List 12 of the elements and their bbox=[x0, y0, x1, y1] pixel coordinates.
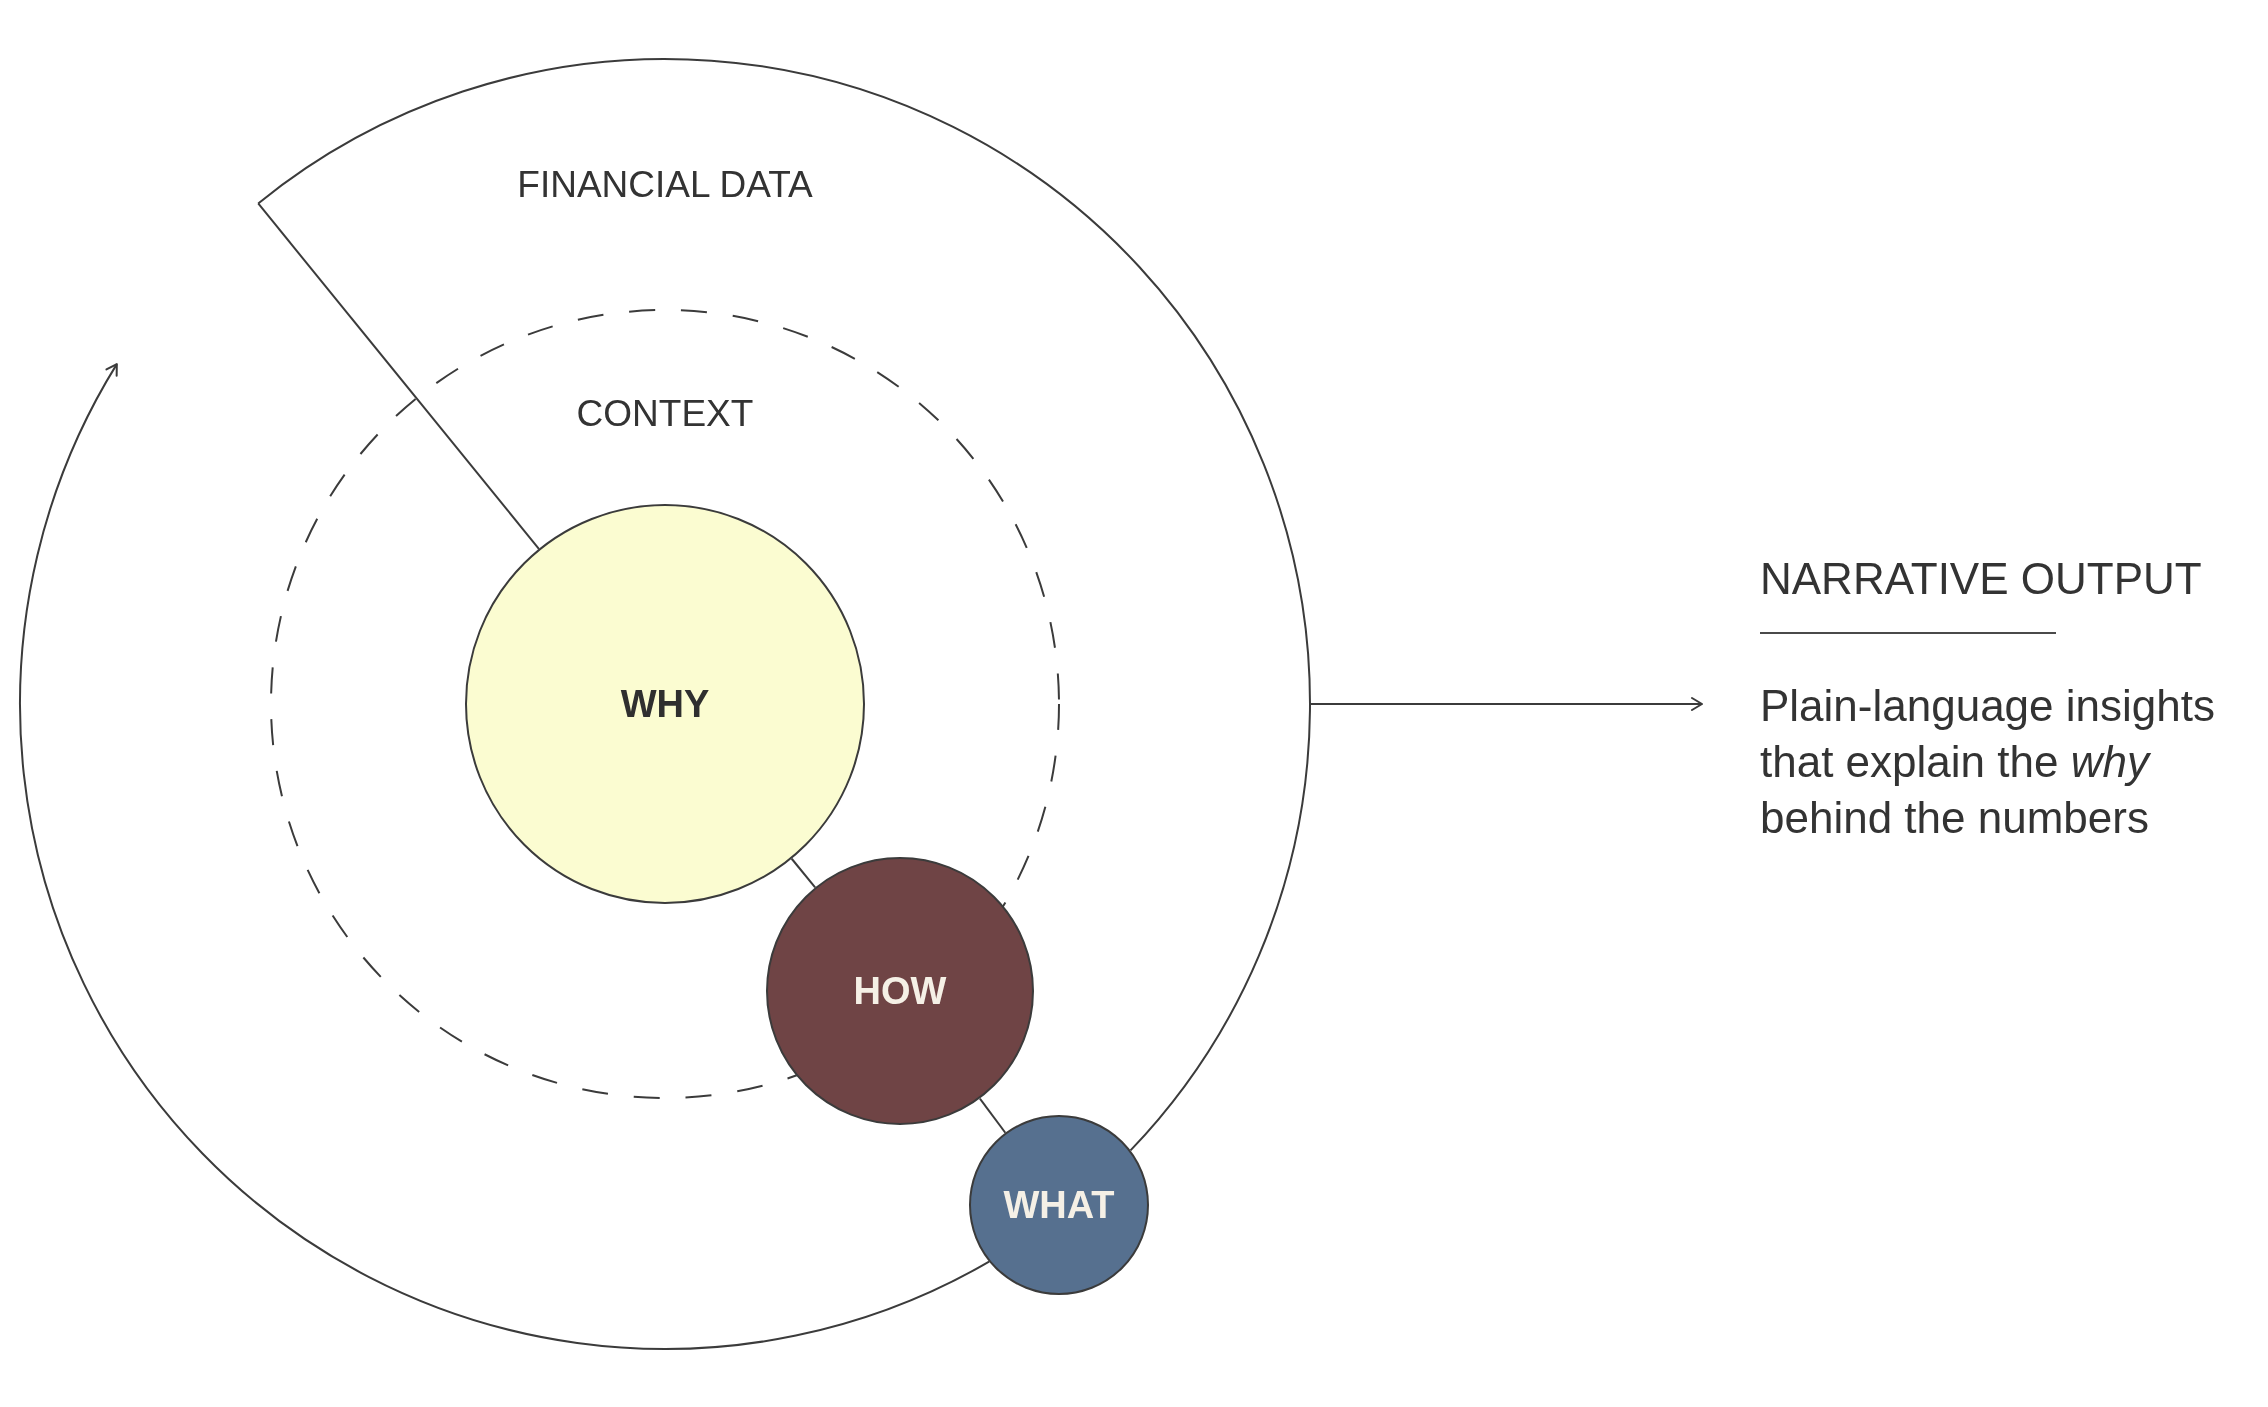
arrow bbox=[1309, 697, 1703, 711]
connector-line bbox=[257, 202, 540, 550]
connector-line bbox=[790, 857, 817, 889]
connector-line bbox=[978, 1097, 1007, 1134]
section-heading: NARRATIVE OUTPUT bbox=[1760, 553, 2202, 605]
circle-label: WHAT bbox=[1003, 1183, 1115, 1227]
circle-label: WHY bbox=[620, 682, 710, 726]
circular-arrow bbox=[19, 363, 991, 1350]
ring-label: CONTEXT bbox=[576, 392, 754, 436]
circle-label: HOW bbox=[853, 969, 947, 1013]
description-text: Plain-language insights that explain the why behind the numbers bbox=[1760, 680, 2216, 844]
ring-label: FINANCIAL DATA bbox=[517, 163, 813, 207]
